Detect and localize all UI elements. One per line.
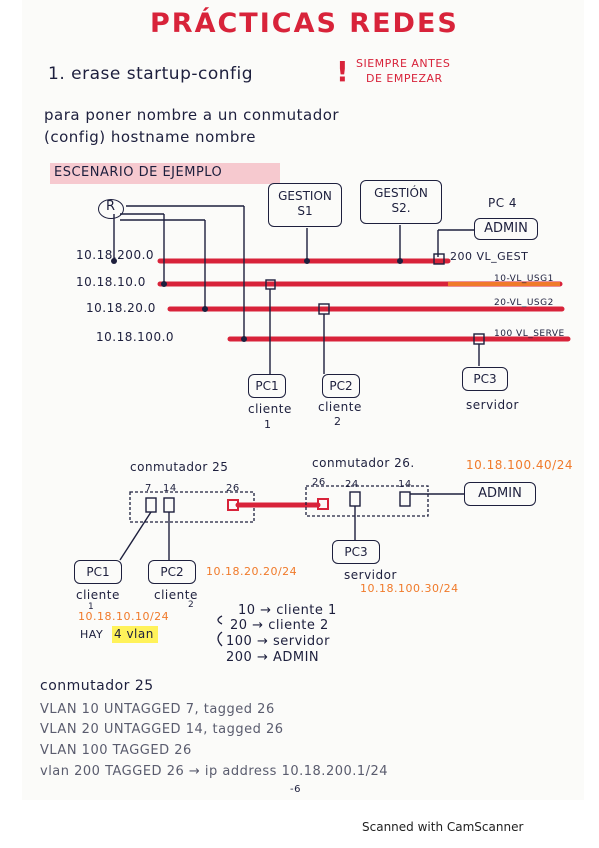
warning-line-2: DE EMPEZAR bbox=[366, 72, 443, 85]
config-line-2: VLAN 20 UNTAGGED 14, tagged 26 bbox=[40, 722, 284, 737]
gestion-s1-line2: S1 bbox=[297, 204, 313, 218]
vlan-map-200: 200 → ADMIN bbox=[226, 650, 320, 665]
pc1-num-1: 1 bbox=[264, 418, 272, 431]
hay-label: HAY bbox=[80, 628, 104, 641]
pc2-num-2: 2 bbox=[188, 600, 195, 610]
pc1-num-2: 1 bbox=[88, 602, 95, 612]
net-label-20: 10.18.20.0 bbox=[86, 301, 156, 315]
pc1-box-1: PC1 bbox=[248, 374, 286, 398]
pc1-label-1: cliente bbox=[248, 402, 292, 416]
pc3-box-1: PC3 bbox=[462, 367, 508, 391]
pc2-num-1: 2 bbox=[334, 415, 342, 428]
pc1-ip: 10.18.10.10/24 bbox=[78, 610, 170, 623]
gestion-s2-line2: S2. bbox=[391, 201, 411, 215]
hostname-note-line1: para poner nombre a un conmutador bbox=[44, 106, 340, 124]
pc2-box-2: PC2 bbox=[148, 560, 196, 584]
camscanner-watermark: Scanned with CamScanner bbox=[362, 820, 524, 834]
vlan-label-20: 20-VL_USG2 bbox=[494, 298, 554, 308]
sw25-port-14: 14 bbox=[163, 483, 177, 494]
config-line-4: vlan 200 TAGGED 26 → ip address 10.18.20… bbox=[40, 764, 389, 779]
vlan-label-200: 200 VL_GEST bbox=[450, 250, 529, 263]
gestion-s2-line1: GESTIÓN bbox=[374, 186, 428, 200]
gestion-s1-box: GESTION S1 bbox=[268, 183, 342, 227]
pc4-label: PC 4 bbox=[488, 196, 518, 210]
scenario-label: ESCENARIO DE EJEMPLO bbox=[54, 165, 223, 180]
sw26-port-14: 14 bbox=[398, 479, 412, 490]
sw26-port-26: 26 bbox=[312, 477, 326, 488]
config-line-3: VLAN 100 TAGGED 26 bbox=[40, 743, 192, 758]
pc1-box-2: PC1 bbox=[74, 560, 122, 584]
page-mark: -6 bbox=[290, 784, 301, 795]
vlan-label-10: 10-VL_USG1 bbox=[494, 274, 554, 284]
admin-box-2: ADMIN bbox=[464, 482, 536, 506]
warning-line-1: SIEMPRE ANTES bbox=[356, 57, 451, 70]
vlan-map-10: 10 → cliente 1 bbox=[238, 603, 337, 618]
sw25-port-26: 26 bbox=[226, 483, 240, 494]
pc3-box-2: PC3 bbox=[332, 540, 380, 564]
switch26-label: conmutador 26. bbox=[312, 456, 415, 470]
config-heading: conmutador 25 bbox=[40, 678, 154, 694]
switch25-label: conmutador 25 bbox=[130, 460, 229, 474]
notebook-page bbox=[22, 0, 584, 800]
scanner-footer bbox=[0, 814, 599, 848]
pc3-ip: 10.18.100.30/24 bbox=[360, 582, 459, 595]
admin-ip: 10.18.100.40/24 bbox=[466, 458, 573, 472]
pc2-ip: 10.18.20.20/24 bbox=[206, 565, 298, 578]
hostname-note-line2: (config) hostname nombre bbox=[44, 128, 256, 146]
router-label: R bbox=[106, 199, 116, 214]
pc2-label-2: cliente bbox=[154, 588, 198, 602]
vlan-label-100: 100 VL_SERVE bbox=[494, 329, 565, 339]
gestion-s1-line1: GESTION bbox=[278, 189, 332, 203]
router-icon bbox=[98, 199, 124, 219]
gestion-s2-box: GESTIÓN S2. bbox=[360, 180, 442, 224]
admin-box-1: ADMIN bbox=[474, 218, 538, 240]
pc2-label-1: cliente bbox=[318, 400, 362, 414]
vlan-map-20: 20 → cliente 2 bbox=[230, 618, 329, 633]
pc3-label-2: servidor bbox=[344, 568, 397, 582]
vlan-count: 4 vlan bbox=[114, 627, 154, 641]
pc3-label-1: servidor bbox=[466, 398, 519, 412]
net-label-100: 10.18.100.0 bbox=[96, 330, 175, 344]
vlan-map-100: 100 → servidor bbox=[226, 634, 330, 649]
scenario-highlight bbox=[50, 163, 280, 184]
warning-mark: ! bbox=[336, 55, 350, 88]
vlan-count-highlight bbox=[112, 626, 158, 643]
net-label-10: 10.18.10.0 bbox=[76, 275, 146, 289]
page-title: PRÁCTICAS REDES bbox=[150, 8, 459, 39]
net-label-200: 10.18.200.0 bbox=[76, 248, 155, 262]
config-line-1: VLAN 10 UNTAGGED 7, tagged 26 bbox=[40, 702, 275, 717]
step1-erase-startup: 1. erase startup-config bbox=[48, 64, 254, 84]
pc1-label-2: cliente bbox=[76, 588, 120, 602]
pc2-box-1: PC2 bbox=[322, 374, 360, 398]
sw25-port-7: 7 bbox=[145, 483, 152, 494]
sw26-port-24: 24 bbox=[345, 479, 359, 490]
